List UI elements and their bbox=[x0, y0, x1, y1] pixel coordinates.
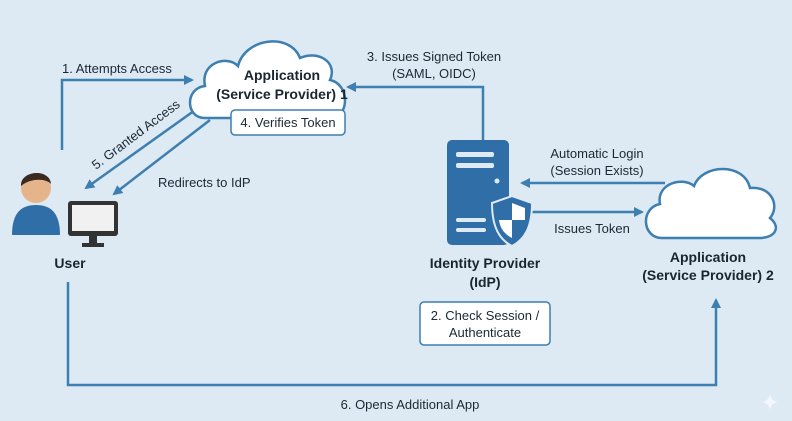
edge-granted-access bbox=[84, 106, 199, 190]
edge-redirects-to-idp bbox=[112, 119, 211, 196]
idp-note-2: Authenticate bbox=[449, 325, 521, 340]
sp1-title-2: (Service Provider) 1 bbox=[216, 86, 348, 102]
edge-attempts-access bbox=[60, 75, 194, 150]
sp1-verify-box bbox=[230, 109, 346, 136]
idp-note-1: 2. Check Session / bbox=[431, 308, 540, 323]
edge-label-issues-token: Issues Token bbox=[554, 221, 630, 236]
edge-issues-signed-token bbox=[346, 82, 485, 140]
sp1-title-1: Application bbox=[244, 67, 320, 83]
edge-label-auto-login-1: Automatic Login bbox=[550, 146, 643, 161]
idp-title-1: Identity Provider bbox=[430, 255, 541, 271]
edge-label-attempts: 1. Attempts Access bbox=[62, 61, 172, 76]
cloud-icon-sp2 bbox=[644, 167, 778, 240]
sp1-verify-note: 4. Verifies Token bbox=[240, 115, 335, 130]
shield-icon bbox=[490, 194, 534, 248]
user-label: User bbox=[54, 255, 86, 271]
edge-label-issues-signed-1: 3. Issues Signed Token bbox=[367, 49, 501, 64]
monitor-icon bbox=[68, 201, 118, 247]
idp-title-2: (IdP) bbox=[469, 274, 500, 290]
cloud-icon-sp1 bbox=[188, 40, 347, 120]
edge-label-auto-login-2: (Session Exists) bbox=[550, 163, 643, 178]
edge-label-opens-app: 6. Opens Additional App bbox=[341, 397, 480, 412]
edge-label-redirects: Redirects to IdP bbox=[158, 175, 251, 190]
user-icon bbox=[12, 172, 60, 235]
sparkle-icon bbox=[762, 394, 778, 410]
idp-check-session-box bbox=[419, 301, 551, 346]
edge-label-issues-signed-2: (SAML, OIDC) bbox=[392, 66, 476, 81]
edge-label-granted: 5. Granted Access bbox=[89, 96, 183, 172]
sp2-title-1: Application bbox=[670, 249, 746, 265]
sp2-title-2: (Service Provider) 2 bbox=[642, 267, 774, 283]
edge-opens-additional-app bbox=[66, 282, 721, 387]
